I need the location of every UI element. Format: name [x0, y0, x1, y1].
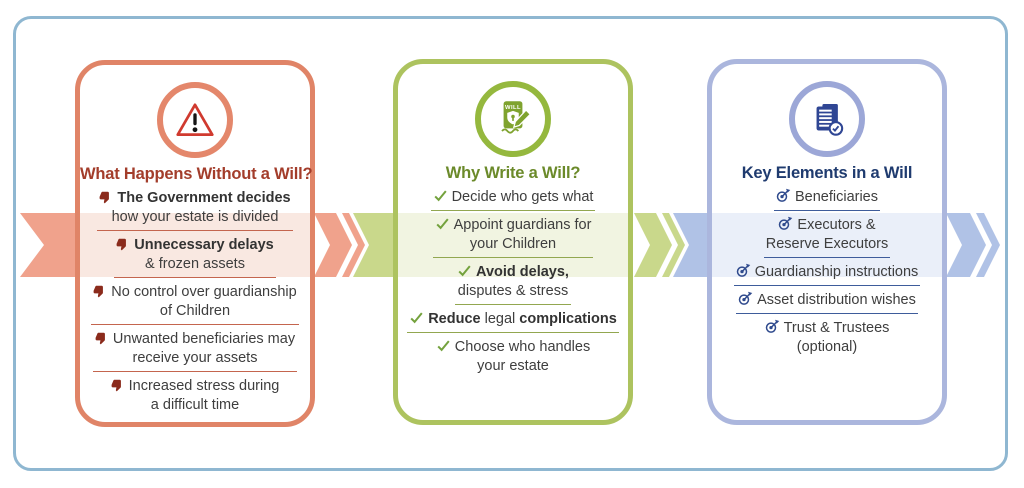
- panel-title: Key Elements in a Will: [741, 164, 913, 182]
- band-3-chevron: [946, 213, 986, 277]
- band-3-tail: [673, 213, 712, 277]
- item-line: Choose who handles: [436, 338, 590, 357]
- item-line: Beneficiaries: [776, 188, 878, 207]
- check-icon: [457, 263, 472, 278]
- thumbs-down-icon: [111, 378, 125, 392]
- outer-frame: [13, 16, 1008, 471]
- item-line: a difficult time: [150, 397, 240, 413]
- item-line: Reduce legal complications: [409, 310, 617, 329]
- band-3-chevron-stripe: [976, 213, 1000, 277]
- band-1-tail: [20, 213, 78, 277]
- target-icon: [765, 319, 780, 334]
- thumbs-down-icon: [99, 190, 113, 204]
- item-line: how your estate is divided: [111, 209, 279, 225]
- will-icon-label: WILL: [505, 105, 521, 111]
- thumbs-down-icon: [116, 237, 130, 251]
- item-line: & frozen assets: [145, 256, 245, 272]
- item-line: Trust & Trustees: [765, 319, 889, 338]
- item-line: your Children: [469, 236, 557, 252]
- check-icon: [409, 310, 424, 325]
- band-3-tint: [712, 213, 942, 277]
- band-1-chevron: [314, 213, 352, 277]
- panel-title: Why Write a Will?: [445, 164, 581, 182]
- list-item: Trust & Trustees(optional): [763, 318, 892, 360]
- band-1-chevron-stripe: [342, 213, 365, 277]
- band-2-tail: [353, 213, 398, 277]
- item-line: Executors &: [766, 216, 889, 235]
- documents-check-icon: [789, 81, 865, 157]
- item-line: Unnecessary delays: [116, 236, 274, 255]
- item-line: Appoint guardians for: [435, 216, 591, 235]
- item-line: The Government decides: [99, 189, 291, 208]
- list-item: Unnecessary delays& frozen assets: [114, 235, 276, 278]
- target-icon: [736, 263, 751, 278]
- item-line: of Children: [159, 303, 231, 319]
- thumbs-down-icon: [93, 284, 107, 298]
- panel-why-write-will: WILL Why Write a Will? Decide who gets w…: [393, 59, 633, 425]
- list-item: Reduce legal complications: [407, 309, 619, 333]
- list-item: Guardianship instructions: [733, 262, 921, 286]
- item-line: Increased stress during: [111, 377, 279, 396]
- list-item: Avoid delays,disputes & stress: [455, 262, 571, 305]
- list-item: Asset distribution wishes: [736, 290, 918, 314]
- target-icon: [776, 188, 791, 203]
- check-icon: [433, 188, 448, 203]
- item-line: your estate: [477, 358, 549, 374]
- warning-triangle-icon: [157, 82, 233, 158]
- item-line: receive your assets: [132, 350, 258, 366]
- thumbs-down-icon: [95, 331, 109, 345]
- list-item: Decide who gets what: [430, 187, 596, 211]
- check-icon: [435, 216, 450, 231]
- item-line: (optional): [796, 339, 858, 355]
- item-line: No control over guardianship: [93, 283, 297, 302]
- item-line: Decide who gets what: [433, 188, 593, 207]
- band-2-tint: [398, 213, 628, 277]
- item-line: Avoid delays,: [457, 263, 569, 282]
- target-icon: [778, 216, 793, 231]
- band-2-chevron-stripe: [662, 213, 685, 277]
- panel-title: What Happens Without a Will?: [80, 165, 313, 183]
- item-line: Asset distribution wishes: [738, 291, 916, 310]
- list-item: Executors &Reserve Executors: [763, 215, 891, 258]
- will-document-icon: WILL: [475, 81, 551, 157]
- item-line: Unwanted beneficiaries may: [95, 330, 295, 349]
- panel-without-will: What Happens Without a Will? The Governm…: [75, 60, 315, 427]
- item-line: Guardianship instructions: [736, 263, 918, 282]
- item-line: Reserve Executors: [765, 236, 889, 252]
- target-icon: [738, 291, 753, 306]
- list-item: Beneficiaries: [773, 187, 880, 211]
- band-2-chevron: [634, 213, 672, 277]
- item-line: disputes & stress: [457, 283, 569, 299]
- check-icon: [436, 338, 451, 353]
